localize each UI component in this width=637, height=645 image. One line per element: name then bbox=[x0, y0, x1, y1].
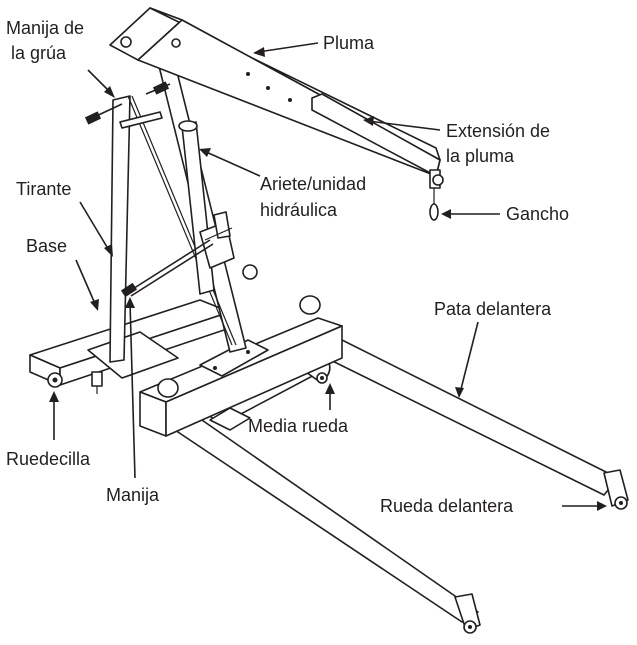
label-pluma: Pluma bbox=[323, 33, 375, 53]
front-leg-left bbox=[147, 401, 481, 634]
crane-handle bbox=[84, 81, 171, 125]
label-ariete-2: hidráulica bbox=[260, 200, 338, 220]
base-frame bbox=[29, 264, 343, 437]
label-tirante: Tirante bbox=[16, 179, 71, 199]
label-manija: Manija bbox=[106, 485, 160, 505]
label-base: Base bbox=[26, 236, 67, 256]
label-pata-delantera: Pata delantera bbox=[434, 299, 552, 319]
crane-illustration bbox=[29, 7, 629, 634]
label-extension-2: la pluma bbox=[446, 146, 515, 166]
pump-handle bbox=[120, 239, 214, 298]
pointers bbox=[49, 42, 607, 511]
hydraulic-ram bbox=[178, 120, 235, 295]
label-manija-grua-1: Manija de bbox=[6, 18, 84, 38]
label-ruedecilla: Ruedecilla bbox=[6, 449, 91, 469]
label-media-rueda: Media rueda bbox=[248, 416, 349, 436]
label-manija-grua-2: la grúa bbox=[11, 43, 67, 63]
label-extension-1: Extensión de bbox=[446, 121, 550, 141]
label-rueda-delantera: Rueda delantera bbox=[380, 496, 514, 516]
boom bbox=[109, 7, 444, 189]
label-ariete-1: Ariete/unidad bbox=[260, 174, 366, 194]
label-gancho: Gancho bbox=[506, 204, 569, 224]
front-leg-right bbox=[299, 329, 629, 510]
hook bbox=[429, 188, 439, 221]
